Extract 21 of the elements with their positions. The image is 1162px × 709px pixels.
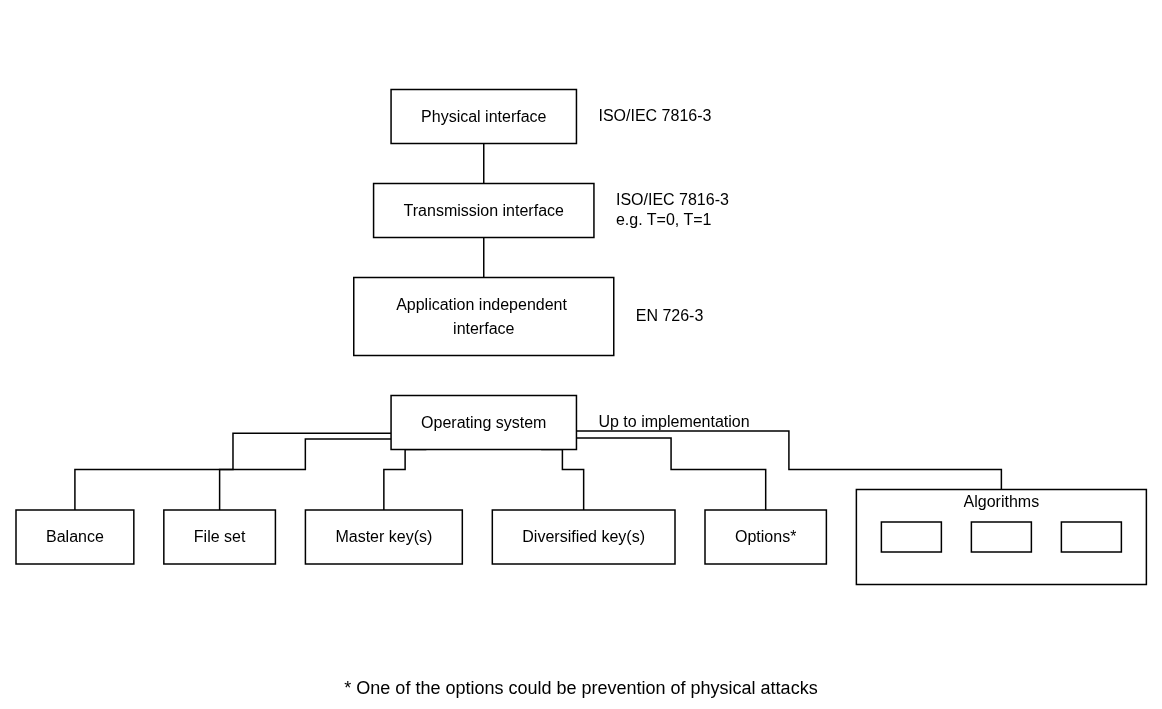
node-box: Master key(s): [304, 509, 463, 565]
standard-note: ISO/IEC 7816-3: [598, 106, 712, 124]
node-box: Balance: [15, 509, 135, 565]
standard-note: ISO/IEC 7816-3: [615, 190, 729, 208]
node-box: Operating system: [390, 394, 577, 451]
node-box: [1060, 521, 1122, 553]
footnote: * One of the options could be prevention of physical attacks: [344, 678, 818, 699]
standard-note: Up to implementation: [598, 412, 750, 430]
standard-note: EN 726-3: [635, 306, 704, 324]
node-box: File set: [162, 509, 276, 565]
standard-note: e.g. T=0, T=1: [615, 210, 712, 228]
node-box: Options*: [704, 509, 827, 565]
node-box: Transmission interface: [372, 182, 595, 239]
connector: [482, 142, 485, 185]
node-box: [970, 521, 1032, 553]
node-box: [880, 521, 942, 553]
node-box: Physical interface: [390, 88, 577, 145]
node-box: Application independent interface: [352, 276, 615, 357]
node-box: Diversified key(s): [491, 509, 676, 565]
connector: [482, 236, 485, 279]
cluster: Algorithms: [855, 488, 1147, 586]
